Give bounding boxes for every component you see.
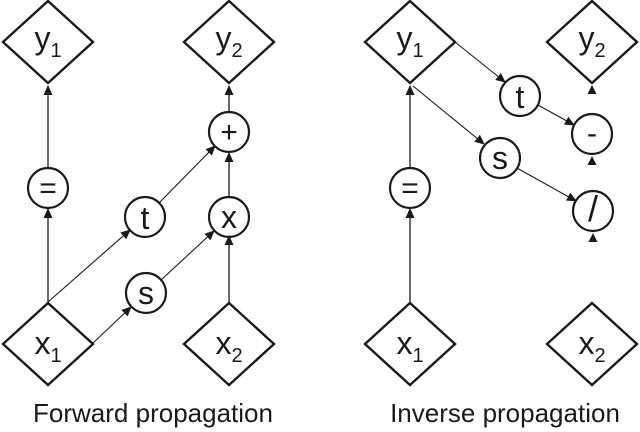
inverse-y2-label: y2 [578,20,605,62]
inverse-s-circle [478,136,522,180]
inverse-x2-label: x2 [578,325,605,367]
forward-add-op-label: + [220,116,238,149]
forward-x2-label: x2 [215,325,242,367]
forward-arrow-x1-to-s [92,306,132,344]
inverse-arrowhead-into-subtract [587,156,597,165]
forward-s-circle [124,271,168,315]
inverse-caption: Inverse propagation [390,398,620,428]
forward-x2-diamond [182,301,276,387]
inverse-arrow-t-to-subtract [537,104,575,126]
inverse-t-circle [498,74,542,118]
forward-y2-diamond [182,0,276,85]
forward-t-circle [123,195,167,239]
inverse-divide-circle [571,189,615,233]
inverse-arrow-s-to-divide [516,167,577,202]
forward-caption: Forward propagation [33,398,273,428]
forward-arrow-s-to-multiply [160,230,215,281]
forward-arrow-x1-to-t [47,229,131,303]
inverse-x2-diamond [545,301,639,387]
inverse-subtract-op-label: - [587,117,597,150]
inverse-x1-label: x1 [396,325,423,367]
forward-arrow-t-to-add [158,145,216,204]
inverse-identity-op-label: = [401,172,419,205]
inverse-y1-diamond [363,0,457,85]
forward-multiply-op-label: x [221,199,237,235]
inverse-y2-diamond [545,0,639,85]
inverse-subtract-circle [570,112,614,156]
inverse-arrowhead-into-y2 [587,85,597,94]
inverse-arrow-y1-to-t [454,41,506,83]
inverse-t-op-label: t [516,79,525,115]
forward-x1-label: x1 [34,325,61,367]
inverse-panel: y1 y2 x1 x2 = t s - / Inverse propagatio… [363,0,639,428]
inverse-identity-circle [388,166,432,210]
forward-x1-diamond [1,301,95,387]
forward-t-op-label: t [141,200,150,236]
forward-identity-op-label: = [39,172,57,205]
inverse-s-op-label: s [492,140,508,176]
forward-multiply-circle [207,195,251,239]
forward-identity-circle [26,166,70,210]
inverse-arrow-y1-to-s [412,85,485,145]
forward-y1-label: y1 [34,20,61,62]
inverse-arrowhead-into-divide [588,233,598,242]
forward-add-circle [207,110,251,154]
inverse-x1-diamond [363,301,457,387]
forward-y2-label: y2 [215,20,242,62]
inverse-y1-label: y1 [396,20,423,62]
forward-y1-diamond [1,0,95,85]
forward-panel: y1 y2 x1 x2 = + t x s Forward propagatio… [1,0,276,428]
forward-s-op-label: s [138,275,154,311]
inverse-divide-op-label: / [588,188,598,229]
